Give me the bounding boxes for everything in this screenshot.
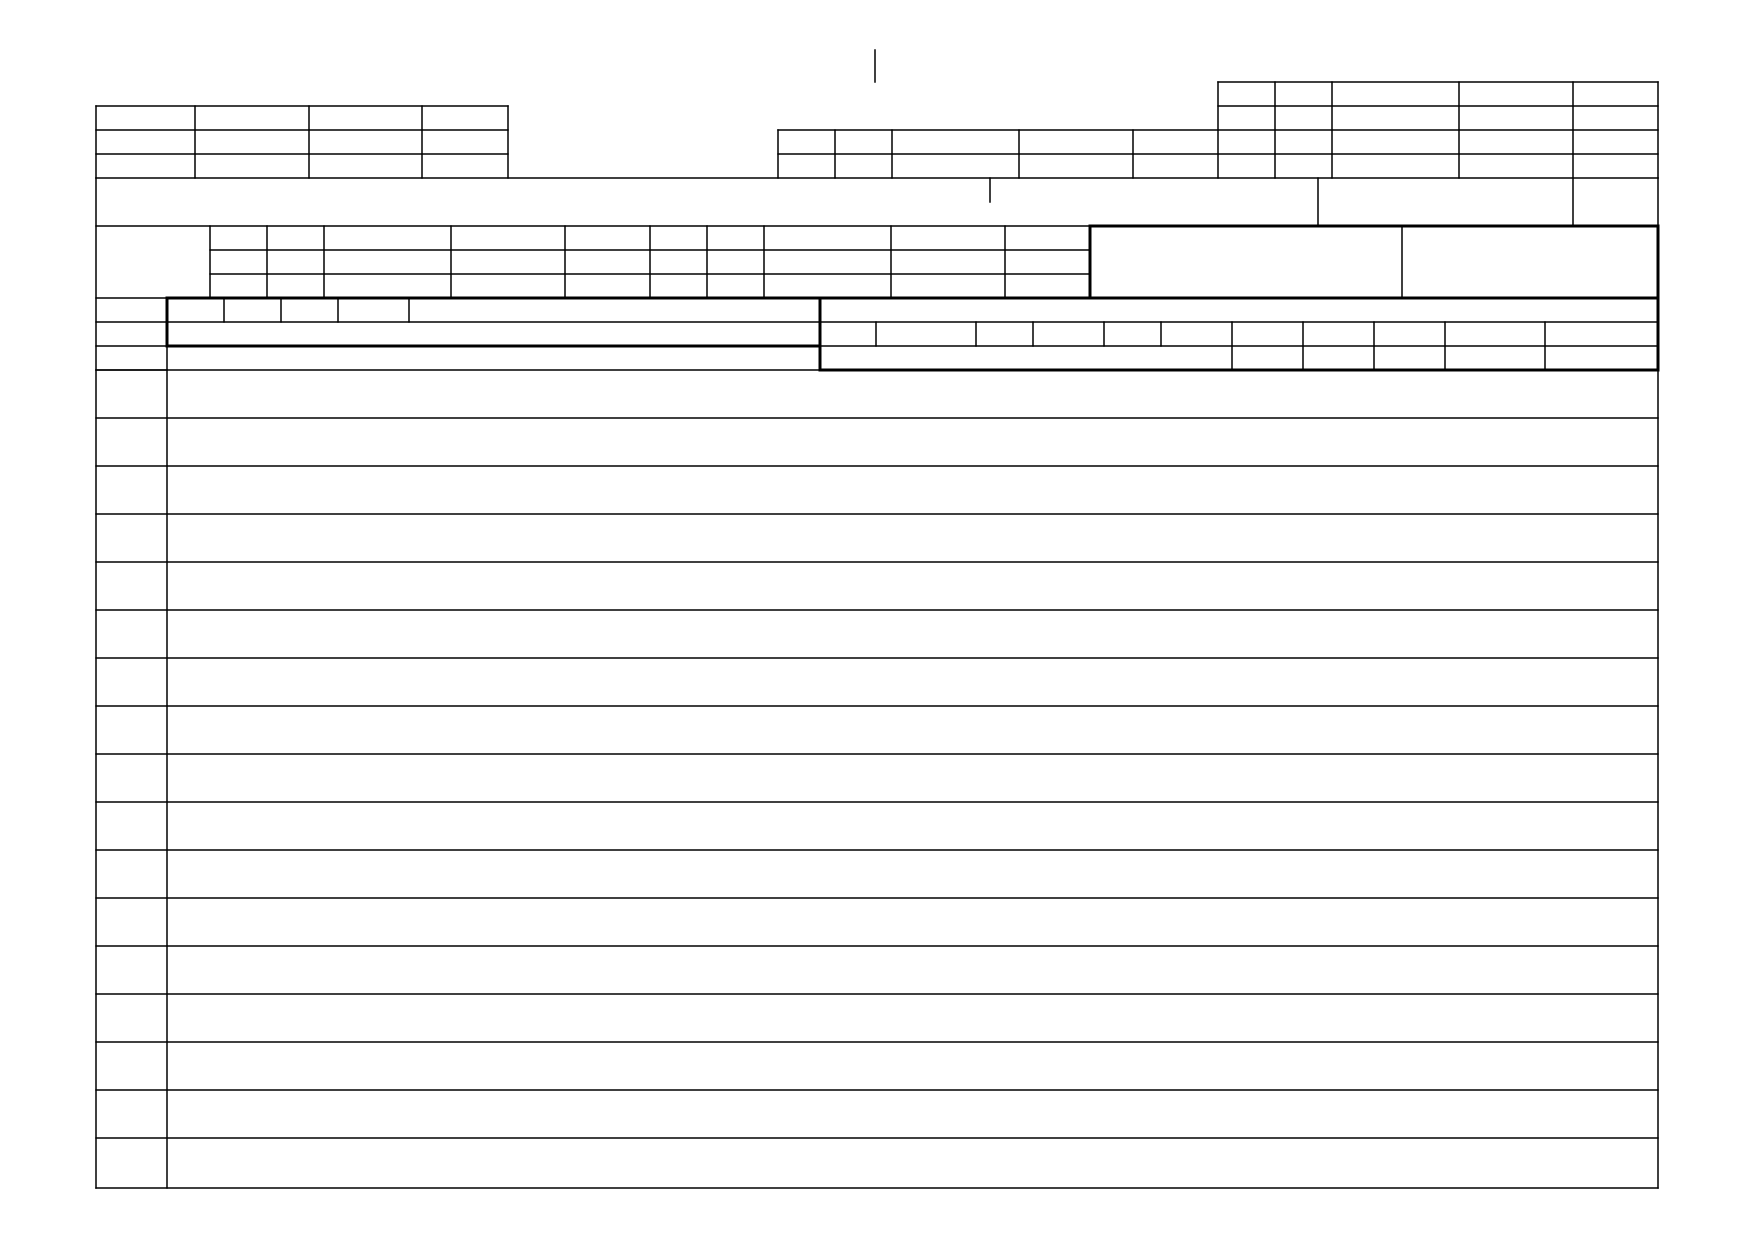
header-block bbox=[95, 225, 1091, 299]
bold-stepped-region bbox=[165, 296, 1660, 372]
label-column-rows bbox=[95, 297, 168, 371]
bold-box-right bbox=[1088, 224, 1660, 300]
body-rows bbox=[95, 369, 1659, 1189]
stepped-region-cells bbox=[166, 297, 1659, 371]
top-left-grid bbox=[95, 105, 509, 179]
main-frame bbox=[95, 177, 1659, 1189]
top-right-grid bbox=[777, 81, 1659, 227]
